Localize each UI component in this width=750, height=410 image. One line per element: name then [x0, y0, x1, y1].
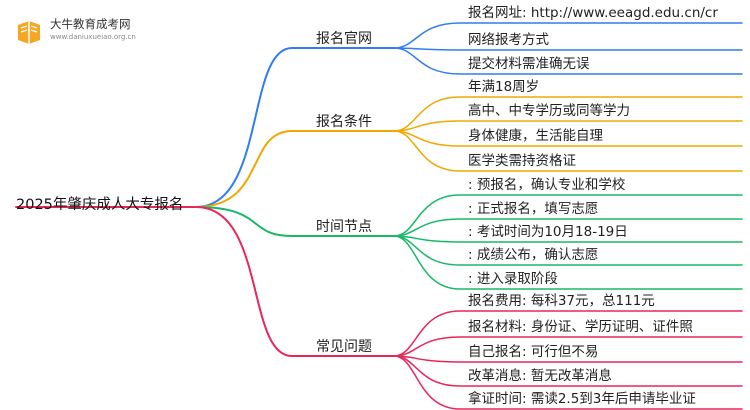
connector-line — [393, 96, 743, 132]
connector-line — [393, 355, 743, 363]
leaf-node: 改革消息: 暂无改革消息 — [468, 368, 612, 384]
connector-line — [393, 120, 743, 132]
connector-line — [393, 235, 743, 290]
leaf-node: : 考试时间为10月18-19日 — [468, 224, 628, 240]
connector-line — [393, 47, 743, 75]
leaf-node: 提交材料需准确无误 — [468, 56, 590, 72]
root-topic: 2025年肇庆成人大专报名 — [16, 197, 184, 213]
connector-line — [393, 130, 743, 147]
connector-line — [195, 47, 395, 208]
leaf-node: 网络报考方式 — [468, 32, 549, 48]
leaf-node: : 成绩公布，确认志愿 — [468, 247, 599, 263]
connector-line — [393, 310, 743, 357]
connector-line — [195, 206, 395, 237]
connector-line — [393, 47, 743, 51]
site-logo: 大牛教育成考网 www.daniuxueiao.org.cn — [14, 14, 154, 48]
branch-requirements: 报名条件 — [316, 114, 372, 130]
connector-line — [393, 218, 743, 237]
branch-registration-site: 报名官网 — [316, 31, 372, 47]
leaf-node: 身体健康，生活能自理 — [468, 128, 603, 144]
connector-line — [393, 194, 743, 237]
branch-faq: 常见问题 — [316, 339, 372, 355]
leaf-node: 医学类需持资格证 — [468, 153, 576, 169]
leaf-node: 报名材料: 身份证、学历证明、证件照 — [468, 319, 693, 335]
logo-url: www.daniuxueiao.org.cn — [50, 33, 136, 41]
book-logo-icon — [18, 21, 40, 44]
connector-line — [393, 22, 743, 49]
leaf-node: : 预报名，确认专业和学校 — [468, 177, 626, 193]
logo-title: 大牛教育成考网 — [50, 17, 131, 31]
connector-line — [393, 235, 743, 243]
connector-line — [393, 355, 743, 410]
leaf-node: : 进入录取阶段 — [468, 271, 558, 287]
leaf-node: 自己报名: 可行但不易 — [468, 344, 599, 360]
leaf-node: 拿证时间: 需读2.5到3年后申请毕业证 — [468, 391, 696, 407]
branch-timeline: 时间节点 — [316, 219, 372, 235]
connector-line — [195, 130, 395, 208]
leaf-node: : 正式报名，填写志愿 — [468, 201, 599, 217]
leaf-node: 高中、中专学历或同等学力 — [468, 103, 630, 119]
connector-line — [195, 206, 395, 357]
leaf-node: 报名费用: 每科37元，总111元 — [468, 293, 655, 309]
leaf-node: 报名网址: http://www.eeagd.edu.cn/cr — [468, 5, 718, 21]
connector-line — [393, 130, 743, 172]
connector-line — [393, 336, 743, 357]
leaf-node: 年满18周岁 — [468, 79, 540, 95]
